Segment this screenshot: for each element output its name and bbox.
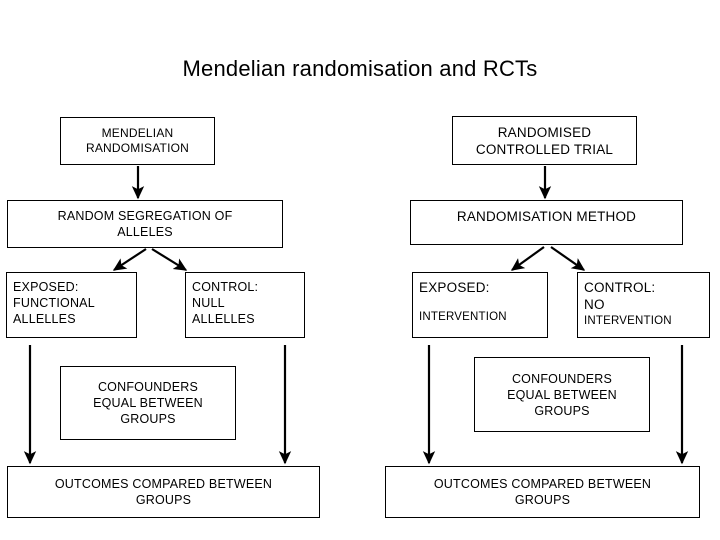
node-exposed-functional-line1: EXPOSED: [13, 280, 79, 294]
node-control-no-intervention: CONTROL: NO INTERVENTION [577, 272, 710, 338]
node-mendelian-randomisation-line1: MENDELIAN [101, 126, 174, 140]
node-control-no-intervention-line1: CONTROL: [584, 280, 656, 295]
node-confounders-right-line3: GROUPS [534, 403, 590, 418]
node-exposed-intervention-line1: EXPOSED: [419, 280, 490, 295]
node-confounders-left-line3: GROUPS [120, 412, 176, 426]
node-control-null-line2: NULL [192, 296, 225, 310]
node-randomised-controlled-trial: RANDOMISED CONTROLLED TRIAL [452, 116, 637, 165]
node-outcomes-right-line1: OUTCOMES COMPARED BETWEEN [433, 477, 652, 491]
arrow-segregation-to-exposed [112, 248, 147, 271]
node-mendelian-randomisation-line2: RANDOMISATION [85, 141, 190, 155]
node-confounders-right-line1: CONFOUNDERS [511, 371, 613, 386]
node-randomisation-method: RANDOMISATION METHOD [410, 200, 683, 245]
node-confounders-equal-left: CONFOUNDERS EQUAL BETWEEN GROUPS [60, 366, 236, 440]
node-control-no-intervention-line2: NO [584, 297, 605, 312]
node-exposed-functional-allelles: EXPOSED: FUNCTIONAL ALLELLES [6, 272, 137, 338]
node-outcomes-right-line2: GROUPS [514, 493, 571, 507]
arrow-method-to-exposed [510, 246, 545, 271]
node-exposed-intervention-spacer [419, 296, 547, 309]
node-confounders-left-line2: EQUAL BETWEEN [93, 396, 203, 410]
node-random-segregation-line1: RANDOM SEGREGATION OF [57, 209, 233, 223]
node-outcomes-left-line2: GROUPS [135, 493, 192, 507]
node-rct-line1: RANDOMISED [497, 124, 592, 140]
node-exposed-intervention-line2: INTERVENTION [419, 311, 507, 323]
node-random-segregation-line2: ALLELES [117, 225, 173, 239]
node-mendelian-randomisation: MENDELIAN RANDOMISATION [60, 117, 215, 165]
node-outcomes-left-line1: OUTCOMES COMPARED BETWEEN [54, 477, 273, 491]
node-control-null-line1: CONTROL: [192, 280, 259, 294]
node-confounders-left-line1: CONFOUNDERS [97, 380, 199, 394]
node-exposed-functional-line3: ALLELLES [13, 312, 76, 326]
node-rct-line2: CONTROLLED TRIAL [475, 141, 614, 157]
node-randomisation-method-label: RANDOMISATION METHOD [456, 209, 637, 224]
node-exposed-functional-line2: FUNCTIONAL [13, 296, 95, 310]
node-control-null-allelles: CONTROL: NULL ALLELLES [185, 272, 305, 338]
node-outcomes-compared-right: OUTCOMES COMPARED BETWEEN GROUPS [385, 466, 700, 518]
node-exposed-intervention: EXPOSED: INTERVENTION [412, 272, 548, 338]
node-confounders-equal-right: CONFOUNDERS EQUAL BETWEEN GROUPS [474, 357, 650, 432]
arrow-segregation-to-control [151, 248, 188, 271]
node-control-null-line3: ALLELLES [192, 312, 255, 326]
page-title: Mendelian randomisation and RCTs [182, 56, 538, 81]
node-confounders-right-line2: EQUAL BETWEEN [507, 387, 617, 402]
node-outcomes-compared-left: OUTCOMES COMPARED BETWEEN GROUPS [7, 466, 320, 518]
node-random-segregation-of-alleles: RANDOM SEGREGATION OF ALLELES [7, 200, 283, 248]
arrow-method-to-control [550, 246, 586, 271]
node-control-no-intervention-line3: INTERVENTION [584, 315, 672, 327]
